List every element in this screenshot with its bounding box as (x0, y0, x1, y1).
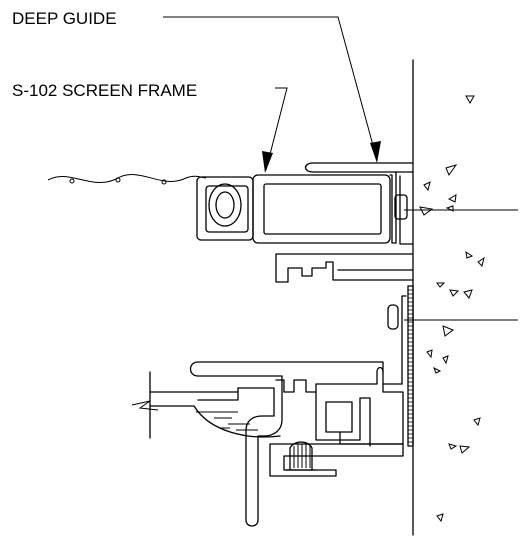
t-slot-profile (275, 253, 414, 283)
label-deep-guide: DEEP GUIDE (12, 9, 117, 28)
leader-screen-frame (262, 87, 288, 173)
screen-frame-profile (196, 174, 391, 244)
weatherstrip-pile (285, 441, 317, 471)
label-screen-frame: S-102 SCREEN FRAME (12, 81, 197, 100)
deep-guide-profile (304, 162, 414, 245)
leader-deep-guide (163, 16, 381, 163)
concrete-aggregate (419, 95, 485, 523)
anchor-strip (387, 285, 414, 447)
sill-profile (189, 295, 407, 527)
screen-mesh (47, 174, 207, 185)
sealant-bead (131, 371, 281, 439)
